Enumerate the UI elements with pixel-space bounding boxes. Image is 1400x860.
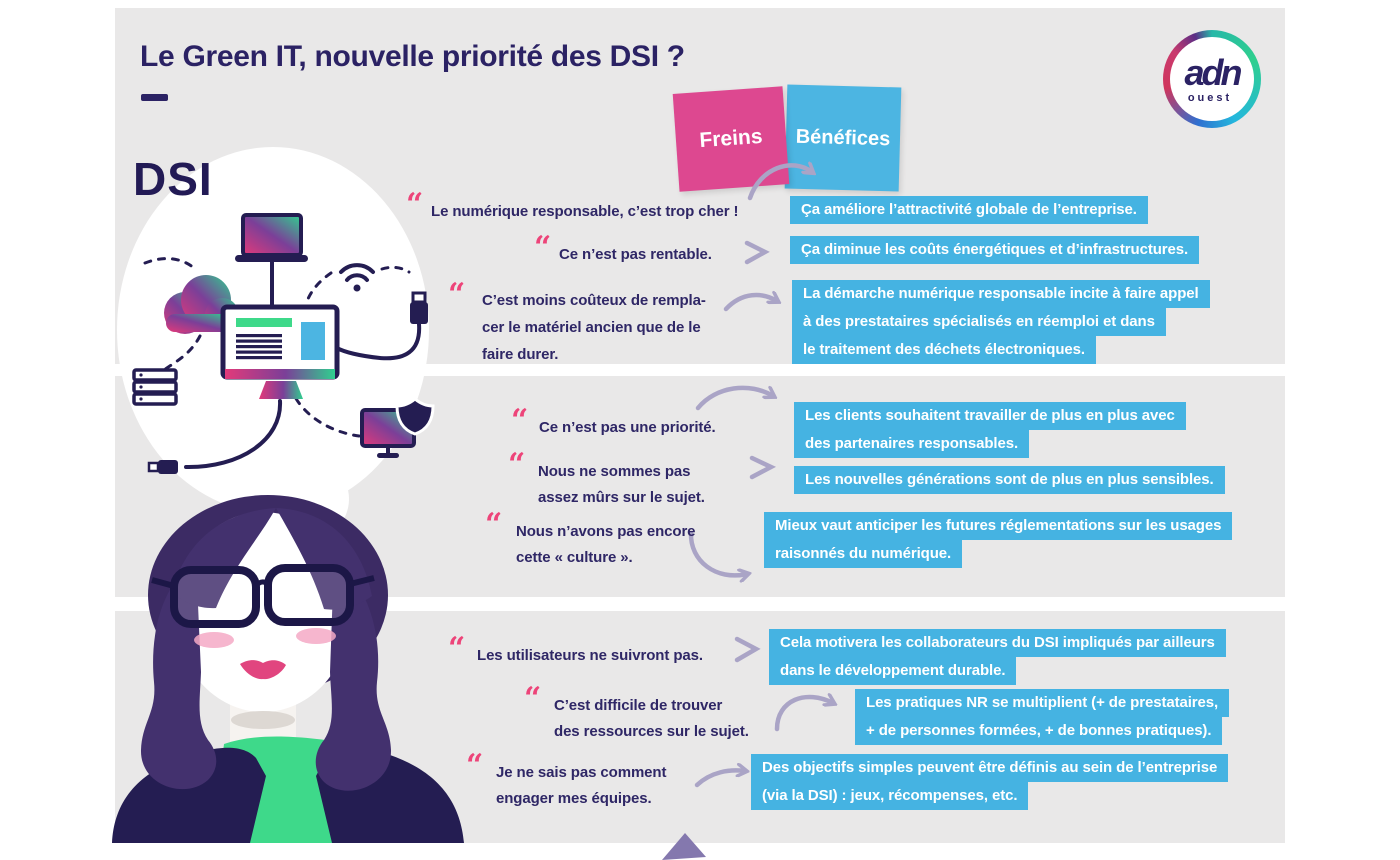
quote-icon: “ — [534, 230, 552, 265]
benefice-line: Les clients souhaitent travailler de plu… — [794, 402, 1186, 430]
benefice-line: à des prestataires spécialisés en réempl… — [792, 308, 1166, 336]
benefice-line: des partenaires responsables. — [794, 430, 1030, 458]
adn-ouest-logo: adn ouest — [1163, 30, 1261, 128]
benefice-line: le traitement des déchets électroniques. — [792, 336, 1096, 364]
dsi-label: DSI — [133, 153, 213, 205]
frein-quote: Nous n’avons pas encore cette « culture … — [516, 519, 696, 571]
frein-line: cette « culture ». — [516, 549, 633, 566]
frein-line: cer le matériel ancien que de le — [482, 319, 701, 336]
benefice-box: Ça améliore l’attractivité globale de l’… — [790, 196, 1148, 224]
quote-icon: “ — [485, 507, 503, 542]
benefice-box: Les clients souhaitent travailler de plu… — [794, 402, 1186, 458]
quote-icon: “ — [524, 681, 542, 716]
frein-line: C’est difficile de trouver — [554, 697, 723, 714]
logo-region: ouest — [1187, 92, 1233, 104]
benefice-box: Cela motivera les collaborateurs du DSI … — [769, 629, 1226, 685]
frein-quote: Les utilisateurs ne suivront pas. — [477, 647, 703, 664]
frein-line: C’est moins coûteux de rempla- — [482, 292, 706, 309]
quote-icon: “ — [511, 403, 529, 438]
frein-quote: Ce n’est pas une priorité. — [539, 419, 716, 436]
frein-line: des ressources sur le sujet. — [554, 723, 749, 740]
benefice-box: Les nouvelles générations sont de plus e… — [794, 466, 1225, 494]
title-dash — [141, 94, 168, 101]
benefice-line: dans le développement durable. — [769, 657, 1017, 685]
benefice-line: Ça améliore l’attractivité globale de l’… — [790, 196, 1148, 224]
logo-name: adn — [1184, 52, 1242, 93]
frein-quote: Le numérique responsable, c’est trop che… — [431, 203, 739, 220]
postit-freins: Freins — [672, 86, 790, 192]
benefice-line: + de personnes formées, + de bonnes prat… — [855, 717, 1223, 745]
benefice-line: Les nouvelles générations sont de plus e… — [794, 466, 1225, 494]
quote-icon: “ — [466, 748, 484, 783]
benefice-line: Cela motivera les collaborateurs du DSI … — [769, 629, 1226, 657]
frein-line: Nous n’avons pas encore — [516, 523, 696, 540]
benefice-line: Les pratiques NR se multiplient (+ de pr… — [855, 689, 1230, 717]
benefice-box: Mieux vaut anticiper les futures régleme… — [764, 512, 1233, 568]
quote-icon: “ — [448, 631, 466, 666]
frein-quote: Ce n’est pas rentable. — [559, 246, 712, 263]
benefice-box: La démarche numérique responsable incite… — [792, 280, 1210, 364]
benefice-line: (via la DSI) : jeux, récompenses, etc. — [751, 782, 1029, 810]
frein-quote: C’est moins coûteux de rempla- cer le ma… — [482, 287, 706, 368]
benefice-line: Ça diminue les coûts énergétiques et d’i… — [790, 236, 1200, 264]
frein-quote: C’est difficile de trouver des ressource… — [554, 693, 749, 745]
benefice-box: Des objectifs simples peuvent être défin… — [751, 754, 1229, 810]
frein-quote: Je ne sais pas comment engager mes équip… — [496, 760, 666, 812]
logo-inner-circle — [1170, 37, 1254, 121]
frein-quote: Nous ne sommes pas assez mûrs sur le suj… — [538, 459, 705, 511]
benefice-line: raisonnés du numérique. — [764, 540, 963, 568]
postit-benefices: Bénéfices — [784, 84, 902, 192]
quote-icon: “ — [508, 447, 526, 482]
frein-line: assez mûrs sur le sujet. — [538, 489, 705, 506]
benefice-line: Des objectifs simples peuvent être défin… — [751, 754, 1229, 782]
benefice-line: Mieux vaut anticiper les futures régleme… — [764, 512, 1233, 540]
frein-line: Je ne sais pas comment — [496, 764, 667, 781]
page-title: Le Green IT, nouvelle priorité des DSI ? — [140, 40, 685, 73]
quote-icon: “ — [406, 187, 424, 222]
frein-line: engager mes équipes. — [496, 790, 652, 807]
frein-line: Nous ne sommes pas — [538, 463, 691, 480]
benefice-line: La démarche numérique responsable incite… — [792, 280, 1210, 308]
quote-icon: “ — [448, 277, 466, 312]
benefice-box: Les pratiques NR se multiplient (+ de pr… — [855, 689, 1230, 745]
frein-line: faire durer. — [482, 346, 559, 363]
benefice-box: Ça diminue les coûts énergétiques et d’i… — [790, 236, 1200, 264]
